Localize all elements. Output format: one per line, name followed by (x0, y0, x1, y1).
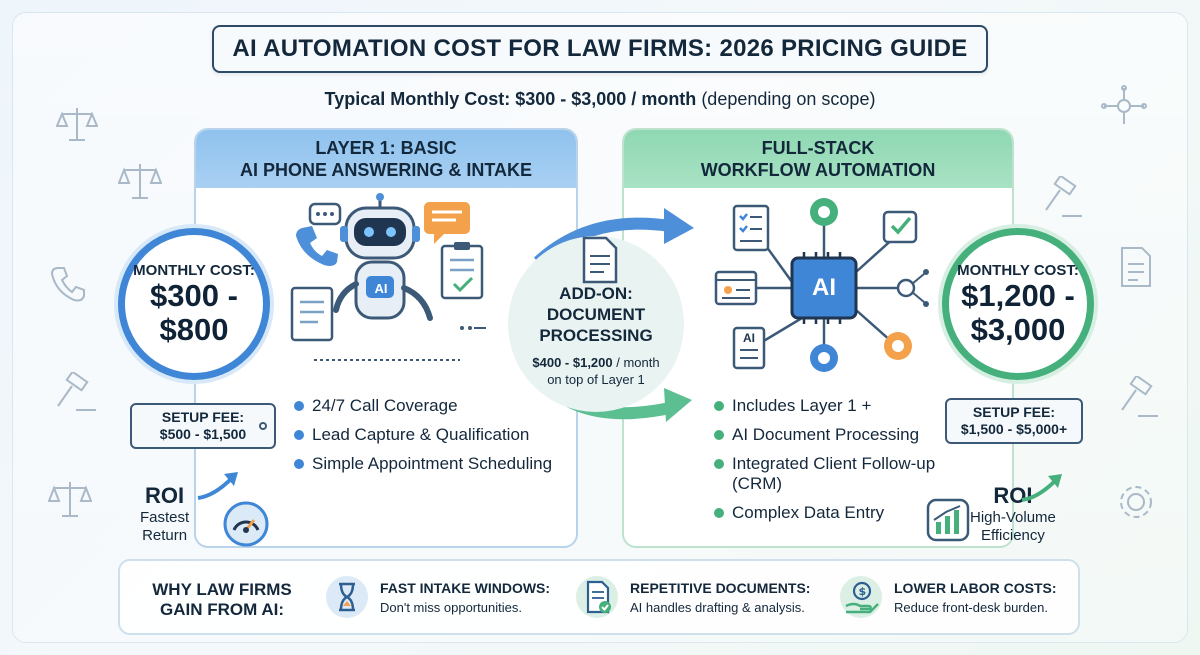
subtitle-range: Typical Monthly Cost: $300 - $3,000 / mo… (324, 89, 697, 109)
scales-icon (48, 482, 92, 517)
list-item: Lead Capture & Qualification (294, 425, 564, 445)
fullstack-heading: FULL-STACK WORKFLOW AUTOMATION (624, 130, 1012, 188)
robot-illustration (290, 193, 486, 361)
layer1-setup-label: SETUP FEE: (161, 409, 245, 425)
layer1-roi-line2: Return (142, 527, 188, 544)
list-item: Complex Data Entry (714, 503, 954, 523)
layer1-setup-value: $500 - $1,500 (159, 426, 247, 442)
addon-title-line1: ADD-ON: (559, 283, 633, 303)
fullstack-roi-title: ROI (993, 483, 1033, 508)
gavel-icon (57, 372, 96, 411)
addon-price: $400 - $1,200 (532, 354, 613, 370)
document-icon (290, 286, 334, 342)
arrow-up-icon (1021, 474, 1062, 502)
fullstack-setup-label: SETUP FEE: (972, 404, 1056, 420)
gear-icon (884, 332, 912, 360)
list-item: AI Document Processing (714, 425, 954, 445)
profile-window-icon (714, 270, 758, 306)
benefit-title: FAST INTAKE WINDOWS: (380, 580, 551, 596)
benefit-sub: Reduce front-desk burden. (894, 600, 1048, 615)
checklist-icon (732, 204, 770, 252)
fullstack-setup-fee-tag: SETUP FEE: $1,500 - $5,000+ (945, 398, 1083, 444)
layer1-roi-title: ROI (145, 483, 185, 508)
phone-icon (50, 267, 85, 302)
fullstack-heading-line2: WORKFLOW AUTOMATION (700, 160, 936, 180)
fullstack-cost-label: MONTHLY COST: (957, 261, 1079, 279)
bar-chart-icon (926, 498, 970, 542)
list-item: 24/7 Call Coverage (294, 396, 564, 416)
fullstack-roi-line2: Efficiency (980, 527, 1045, 544)
benefit-sub: Don't miss opportunities. (380, 600, 522, 615)
benefits-heading-line1: WHY LAW FIRMS (152, 580, 292, 599)
scales-icon (56, 108, 98, 141)
layer1-heading-line1: LAYER 1: BASIC (315, 138, 457, 158)
ai-chip-icon (790, 252, 858, 324)
hand-coin-icon: $ (840, 576, 882, 618)
chat-bubble-icon (308, 202, 342, 226)
layer1-cost-label: MONTHLY COST: (133, 261, 255, 279)
fullstack-monthly-cost: MONTHLY COST: $1,200 - $3,000 (942, 228, 1094, 380)
svg-text:$: $ (859, 585, 867, 598)
benefit-title: REPETITIVE DOCUMENTS: (630, 580, 811, 596)
addon-per: / month (612, 354, 660, 370)
scales-icon (118, 164, 162, 199)
document-icon (582, 236, 618, 284)
benefit-title: LOWER LABOR COSTS: (894, 580, 1057, 596)
fullstack-setup-value: $1,500 - $5,000+ (960, 421, 1068, 437)
addon-price-line: $400 - $1,200 / month (532, 354, 659, 371)
fullstack-feature-list: Includes Layer 1 + AI Document Processin… (714, 396, 954, 532)
subtitle-scope: (depending on scope) (696, 89, 876, 109)
gear-icon (1120, 486, 1152, 518)
benefits-heading-line2: GAIN FROM AI: (159, 600, 285, 619)
layer1-feature-list: 24/7 Call Coverage Lead Capture & Qualif… (294, 396, 564, 483)
gavel-icon (1045, 176, 1082, 217)
layer1-heading: LAYER 1: BASIC AI PHONE ANSWERING & INTA… (196, 130, 576, 188)
page-title: AI AUTOMATION COST FOR LAW FIRMS: 2026 P… (212, 25, 988, 73)
layer1-cost-line2: $800 (159, 311, 229, 347)
list-item: Integrated Client Follow-up (CRM) (714, 454, 954, 494)
gavel-icon (1121, 376, 1158, 417)
tag-hole (259, 422, 267, 430)
hourglass-icon (326, 576, 368, 618)
gear-icon (810, 198, 838, 226)
message-icon (424, 202, 470, 244)
speedometer-icon (223, 501, 269, 547)
clipboard-icon (440, 242, 484, 300)
addon-document-processing: ADD-ON: DOCUMENT PROCESSING $400 - $1,20… (508, 236, 684, 412)
robot-icon (333, 193, 433, 321)
fullstack-cost-line1: $1,200 - (961, 277, 1075, 313)
list-item: Simple Appointment Scheduling (294, 454, 564, 474)
layer1-heading-line2: AI PHONE ANSWERING & INTAKE (239, 160, 532, 180)
ai-document-label: AI (743, 331, 755, 345)
ai-network-illustration (714, 198, 929, 372)
checkbox-icon (882, 210, 918, 244)
arrow-up-icon (197, 472, 238, 500)
list-item: Includes Layer 1 + (714, 396, 954, 416)
benefits-heading: WHY LAW FIRMS GAIN FROM AI: (142, 580, 302, 620)
fullstack-roi-line1: High-Volume (970, 509, 1056, 526)
network-node-icon (896, 269, 929, 307)
layer1-cost-line1: $300 - (150, 277, 238, 313)
fullstack-roi: ROI High-Volume Efficiency (970, 483, 1056, 545)
layer1-monthly-cost: MONTHLY COST: $300 - $800 (118, 228, 270, 380)
addon-note: on top of Layer 1 (547, 371, 645, 387)
circuit-icon (1101, 85, 1147, 124)
robot-ai-badge: AI (374, 280, 388, 296)
layer1-setup-fee-tag: SETUP FEE: $500 - $1,500 (130, 403, 276, 449)
layer1-roi: ROI Fastest Return (140, 483, 189, 545)
gear-icon (810, 344, 838, 372)
document-check-icon (576, 576, 618, 618)
fullstack-cost-line2: $3,000 (970, 311, 1066, 347)
document-icon (1121, 247, 1151, 287)
document-icon (732, 326, 766, 370)
layer1-roi-line1: Fastest (140, 509, 190, 526)
phone-icon (296, 226, 338, 266)
addon-title-line3: PROCESSING (539, 325, 653, 345)
ai-chip-label: AI (812, 274, 836, 301)
benefit-sub: AI handles drafting & analysis. (630, 600, 805, 615)
subtitle: Typical Monthly Cost: $300 - $3,000 / mo… (0, 89, 1200, 110)
fullstack-heading-line1: FULL-STACK (761, 138, 875, 158)
addon-title-line2: DOCUMENT (546, 304, 646, 324)
